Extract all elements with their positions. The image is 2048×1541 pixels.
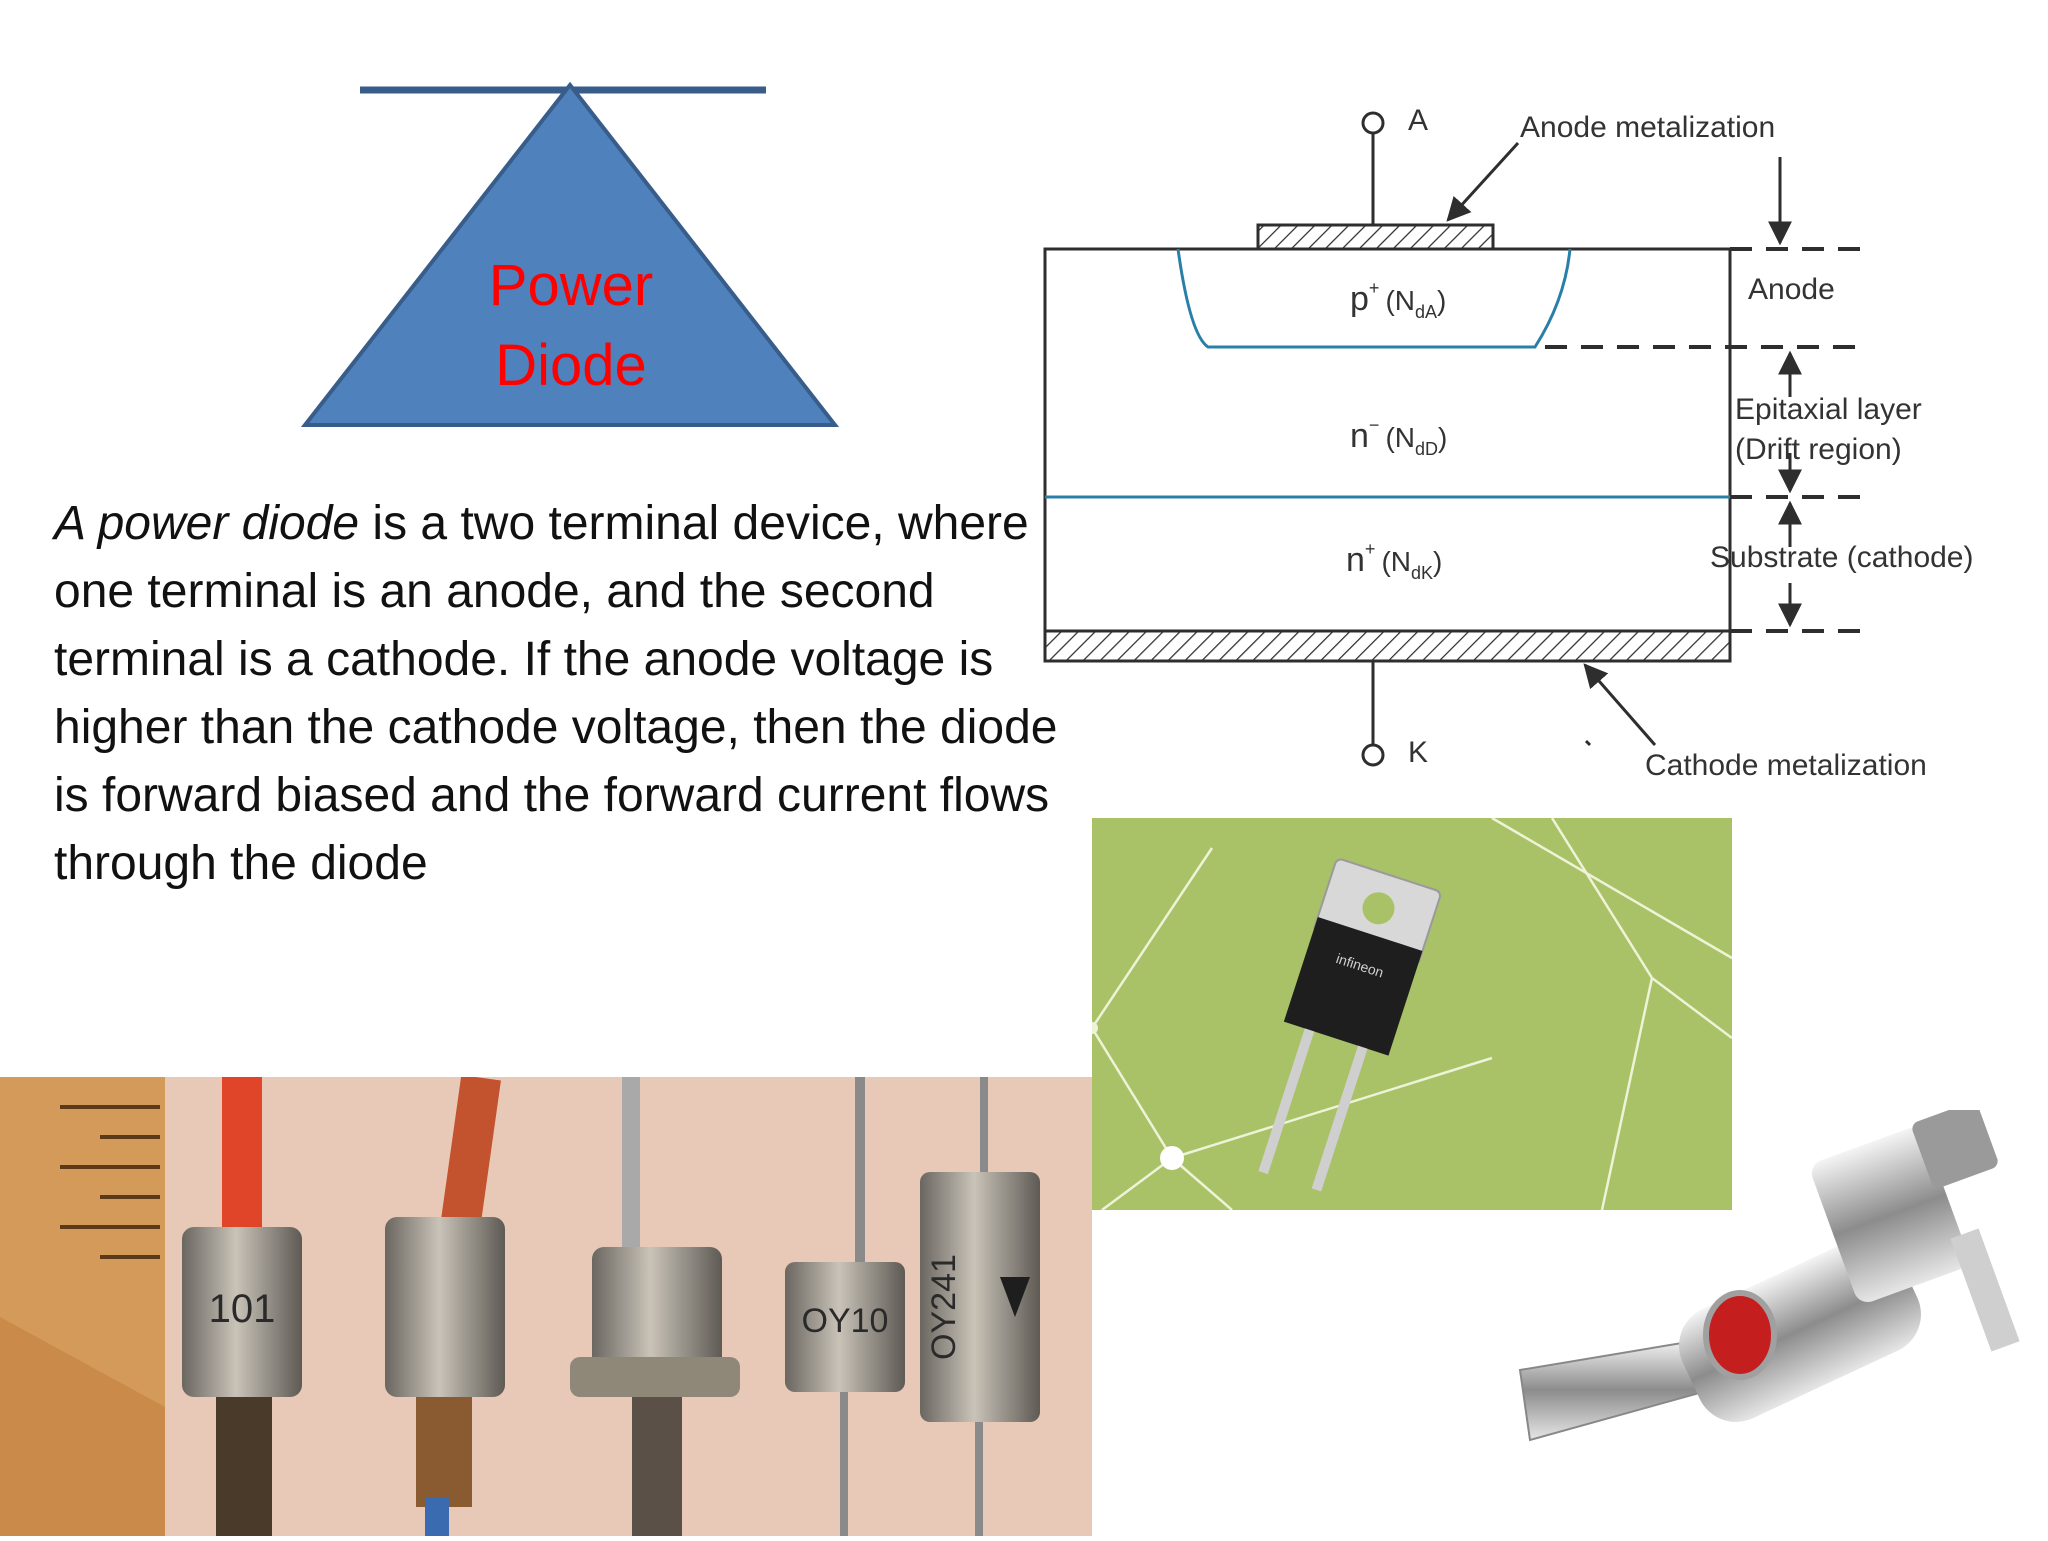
terminal-a-label: A xyxy=(1408,104,1428,137)
title-line-1: Power xyxy=(489,253,653,318)
description-body: is a two terminal device, where one term… xyxy=(54,497,1058,890)
marking-oy241: OY241 xyxy=(925,1254,963,1360)
structure-diagram: A K Anode metalization Cathode metalizat… xyxy=(1030,85,2030,805)
through-hole-diode-image: infineon xyxy=(1086,816,1733,1212)
marking-oy10: OY10 xyxy=(802,1302,889,1340)
semiconductor-body xyxy=(1043,247,1732,663)
cathode-terminal-icon xyxy=(1361,743,1385,767)
substrate-label: Substrate (cathode) xyxy=(1710,541,1973,574)
marking-101: 101 xyxy=(209,1287,276,1331)
chrome-stud-diode-image xyxy=(1518,1102,2020,1442)
region-n-plus-label: n+(NdK) xyxy=(1346,539,1442,583)
region-n-minus-label: n−(NdD) xyxy=(1350,415,1447,459)
anode-region-label: Anode xyxy=(1748,273,1835,306)
terminal-k-label: K xyxy=(1408,736,1428,769)
title-graphic: Power Diode xyxy=(290,80,850,440)
chrome-stud-diode-photo xyxy=(1500,1102,2048,1460)
stud-diodes-image: 101 OY10 OY241 xyxy=(0,1074,1092,1536)
through-hole-diode-photo: infineon xyxy=(1086,816,1733,1212)
description-paragraph: A power diode is a two terminal device, … xyxy=(54,490,1064,898)
anode-metal-layer xyxy=(1256,223,1495,251)
dashed-guides xyxy=(1545,247,1860,633)
cathode-metal-layer xyxy=(1043,629,1732,663)
cathode-metalization-pointer xyxy=(1583,663,1657,746)
title-line-2: Diode xyxy=(495,333,647,398)
anode-metalization-pointer xyxy=(1446,141,1520,222)
triangle-shape: Power Diode xyxy=(300,81,840,427)
anode-terminal-icon xyxy=(1361,111,1385,135)
cathode-metalization-label: Cathode metalization xyxy=(1645,749,1927,782)
description-lead: A power diode xyxy=(54,497,360,550)
drift-region-label: (Drift region) xyxy=(1735,433,1902,466)
structure-diagram-svg: A K Anode metalization Cathode metalizat… xyxy=(1043,104,1973,782)
anode-metalization-label: Anode metalization xyxy=(1520,111,1775,144)
diode-symbol-icon xyxy=(1000,1277,1030,1317)
stud-diodes-photo: 101 OY10 OY241 xyxy=(0,1074,1092,1536)
p-well-outline xyxy=(1176,248,1572,349)
epitaxial-layer-label: Epitaxial layer xyxy=(1735,393,1922,426)
region-p-plus-label: p+(NdA) xyxy=(1350,278,1446,322)
